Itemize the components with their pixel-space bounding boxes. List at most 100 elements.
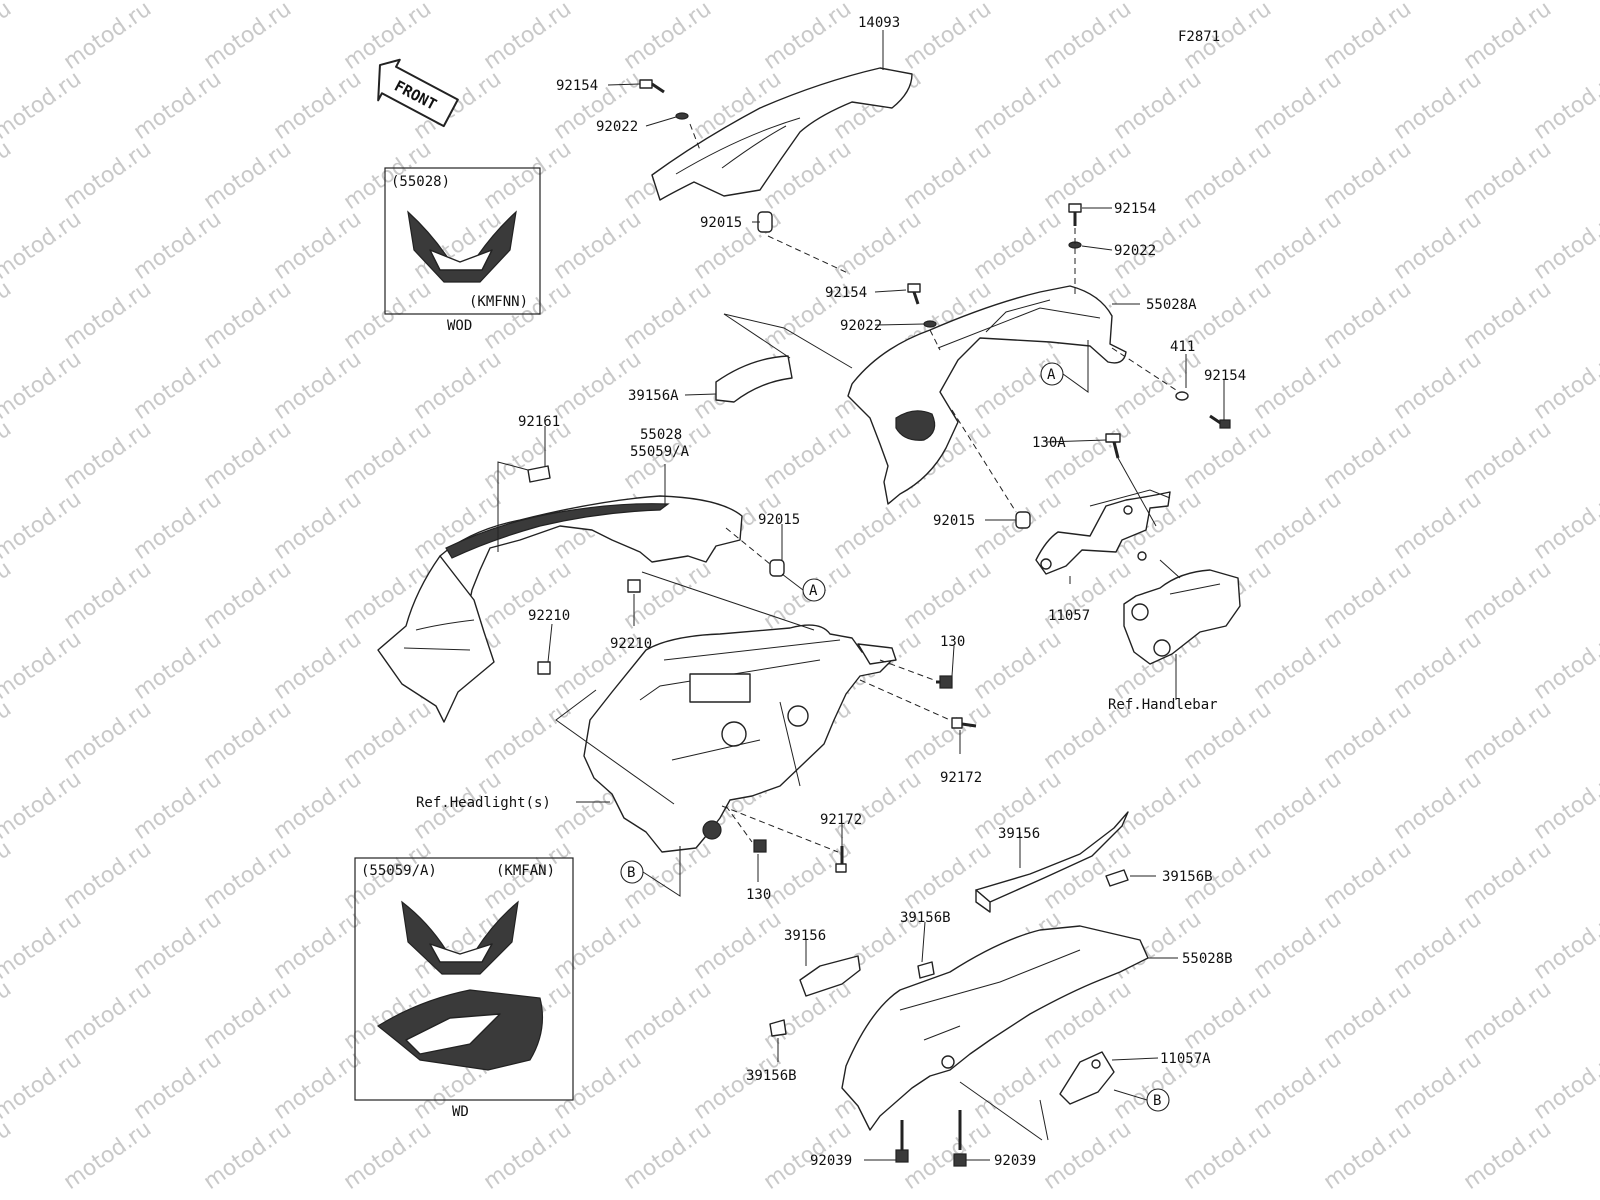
collar-92015-b	[769, 559, 785, 577]
watermark-text: motod.ru	[1109, 767, 1206, 845]
label-11057: 11057	[1048, 608, 1090, 624]
watermark-text: motod.ru	[269, 1047, 366, 1125]
watermark-text: motod.ru	[0, 0, 16, 75]
watermark-text: motod.ru	[0, 767, 86, 845]
label-92015-c: 92015	[933, 513, 975, 529]
watermark-text: motod.ru	[0, 487, 86, 565]
watermark-text: motod.ru	[0, 0, 86, 5]
watermark-text: motod.ru	[199, 977, 296, 1055]
label-92154-c: 92154	[825, 285, 867, 301]
watermark-text: motod.ru	[619, 277, 716, 355]
watermark-text: motod.ru	[899, 137, 996, 215]
bolt-92039-a	[895, 1120, 909, 1163]
watermark-text: motod.ru	[59, 1117, 156, 1195]
label-92015-b: 92015	[758, 512, 800, 528]
watermark-text: motod.ru	[269, 627, 366, 705]
washer-411	[1175, 391, 1189, 401]
watermark-text: motod.ru	[1039, 417, 1136, 495]
watermark-text: motod.ru	[479, 277, 576, 355]
watermark-text: motod.ru	[619, 1117, 716, 1195]
watermark-text: motod.ru	[619, 977, 716, 1055]
label-55028A: 55028A	[1146, 297, 1197, 313]
label-92039-a: 92039	[810, 1153, 852, 1169]
callout-a-lower: A	[802, 578, 826, 602]
watermark-text: motod.ru	[129, 347, 226, 425]
part-39156A-pad	[715, 355, 793, 403]
pad-39156B-b	[917, 961, 935, 979]
watermark-text: motod.ru	[899, 0, 996, 75]
watermark-text: motod.ru	[339, 277, 436, 355]
watermark-text: motod.ru	[59, 837, 156, 915]
bolt-130-a	[936, 675, 953, 689]
label-92161: 92161	[518, 414, 560, 430]
label-39156B-a: 39156B	[1162, 869, 1213, 885]
watermark-text: motod.ru	[1319, 697, 1416, 775]
washer-92022-c	[923, 320, 937, 328]
watermark-text: motod.ru	[899, 1117, 996, 1195]
callout-a-upper-label: A	[1047, 367, 1056, 383]
watermark-text: motod.ru	[0, 557, 16, 635]
label-92022-c: 92022	[840, 318, 882, 334]
washer-92022-a	[675, 112, 689, 120]
watermark-text: motod.ru	[1319, 557, 1416, 635]
label-92172-a: 92172	[940, 770, 982, 786]
watermark-text: motod.ru	[829, 767, 926, 845]
label-ref-handlebar: Ref.Handlebar	[1108, 697, 1218, 713]
watermark-text: motod.ru	[1389, 767, 1486, 845]
watermark-text: motod.ru	[1529, 67, 1600, 145]
watermark-text: motod.ru	[199, 1117, 296, 1195]
watermark-text: motod.ru	[1249, 67, 1346, 145]
watermark-text: motod.ru	[0, 137, 16, 215]
watermark-text: motod.ru	[479, 697, 576, 775]
bolt-92154-c	[907, 283, 921, 305]
diagram-code: F2871	[1178, 29, 1220, 45]
watermark-text: motod.ru	[0, 417, 16, 495]
watermark-text: motod.ru	[759, 0, 856, 75]
watermark-text: motod.ru	[1529, 487, 1600, 565]
watermark-text: motod.ru	[199, 277, 296, 355]
watermark-text: motod.ru	[829, 487, 926, 565]
watermark-text: motod.ru	[1459, 837, 1556, 915]
label-92210-a: 92210	[528, 608, 570, 624]
bracket-11057	[1035, 491, 1171, 575]
watermark-text: motod.ru	[549, 1047, 646, 1125]
label-411: 411	[1170, 339, 1195, 355]
watermark-text: motod.ru	[1249, 767, 1346, 845]
label-130A: 130A	[1032, 435, 1066, 451]
watermark-text: motod.ru	[59, 277, 156, 355]
bolt-92154-b	[1068, 203, 1082, 226]
watermark-text: motod.ru	[0, 627, 86, 705]
label-55028: 55028	[640, 427, 682, 443]
watermark-text: motod.ru	[59, 697, 156, 775]
watermark-text: motod.ru	[1319, 837, 1416, 915]
watermark-text: motod.ru	[1529, 1047, 1600, 1125]
label-92154-b: 92154	[1114, 201, 1156, 217]
bolt-92154-a	[639, 79, 665, 94]
watermark-text: motod.ru	[59, 557, 156, 635]
screw-92172-a	[951, 717, 977, 729]
watermark-text: motod.ru	[59, 0, 156, 75]
watermark-text: motod.ru	[1249, 907, 1346, 985]
label-92015-a: 92015	[700, 215, 742, 231]
watermark-text: motod.ru	[1179, 137, 1276, 215]
pad-39156B-a	[1105, 869, 1129, 887]
watermark-text: motod.ru	[339, 1117, 436, 1195]
clip-92210-a	[627, 579, 641, 593]
watermark-text: motod.ru	[899, 557, 996, 635]
clip-92161	[527, 465, 551, 483]
handlebar-clamp	[1123, 569, 1241, 665]
watermark-text: motod.ru	[129, 627, 226, 705]
inset-bottom-variant: (KMFAN)	[496, 863, 555, 879]
label-92154-a: 92154	[556, 78, 598, 94]
watermark-text: motod.ru	[1039, 0, 1136, 75]
watermark-text: motod.ru	[1529, 347, 1600, 425]
part-14093-cover	[651, 67, 913, 201]
label-14093: 14093	[858, 15, 900, 31]
watermark-text: motod.ru	[969, 207, 1066, 285]
watermark-text: motod.ru	[1459, 977, 1556, 1055]
watermark-text: motod.ru	[1319, 277, 1416, 355]
callout-b-right: B	[1146, 1088, 1170, 1112]
watermark-text: motod.ru	[1459, 137, 1556, 215]
watermark-text: motod.ru	[899, 697, 996, 775]
